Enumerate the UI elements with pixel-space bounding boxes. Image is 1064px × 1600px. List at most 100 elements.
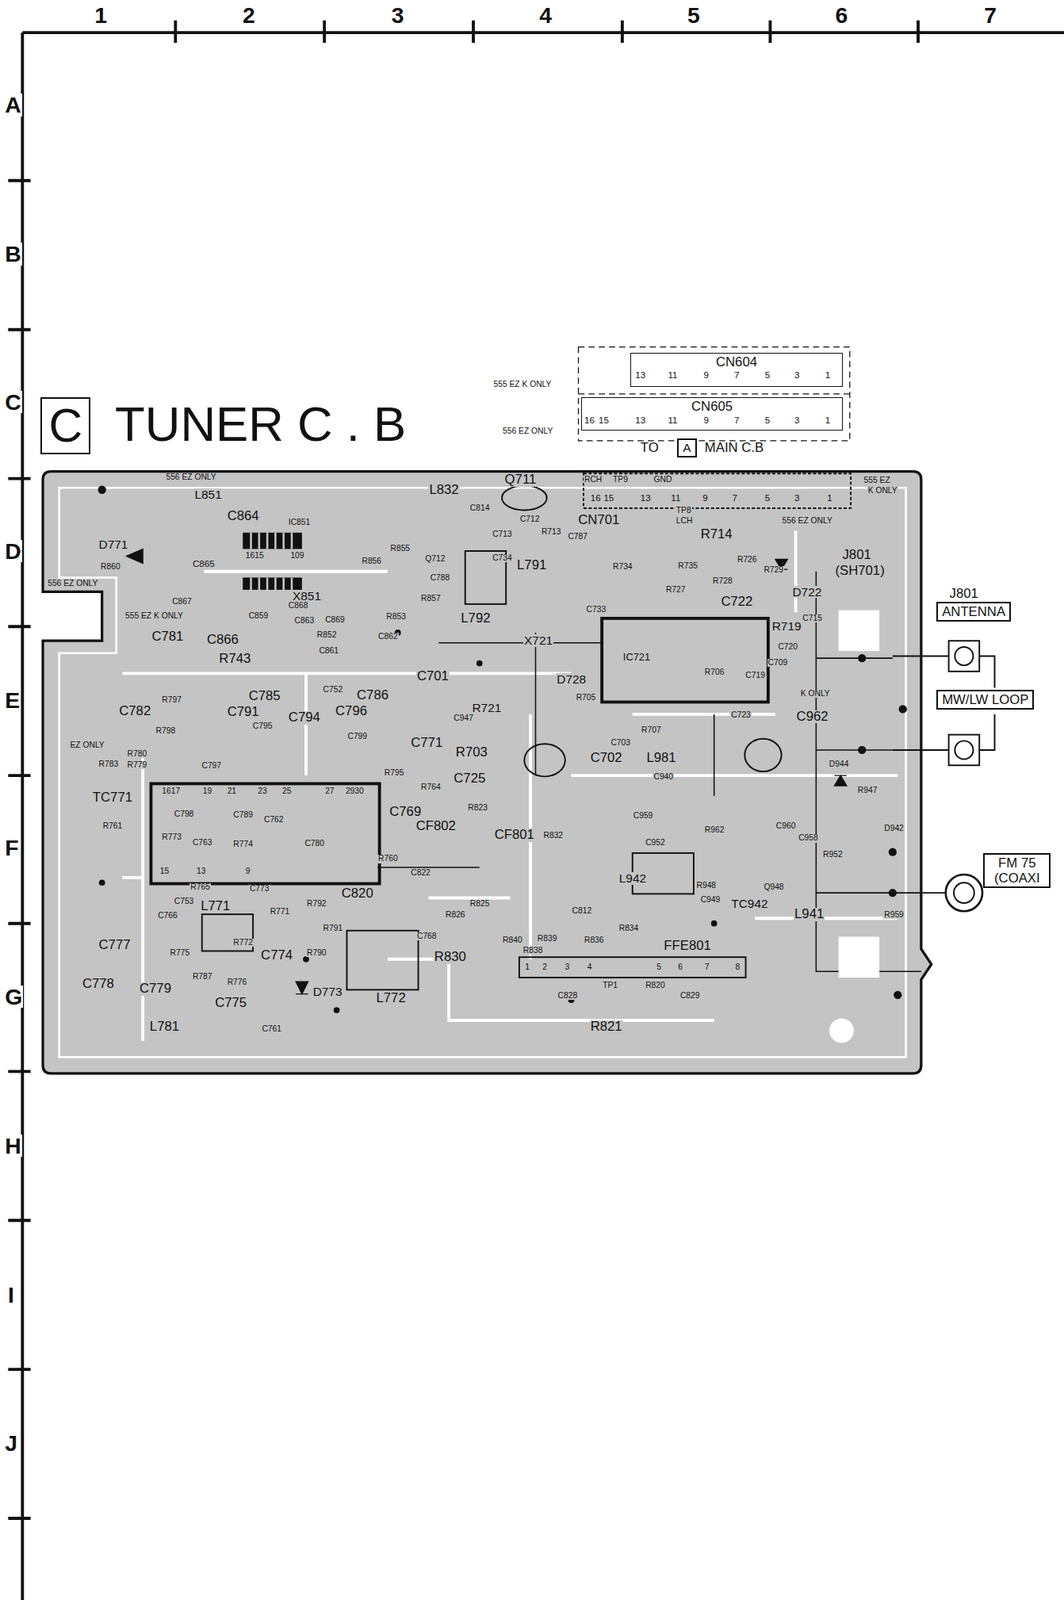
part-label: R773 — [160, 833, 183, 842]
pad — [333, 1006, 341, 1014]
part-label: C940 — [652, 773, 674, 781]
part-label: R832 — [543, 831, 565, 840]
part-label: R760 — [377, 854, 399, 863]
grid-reference: G — [3, 985, 23, 1008]
part-label: C715 — [801, 614, 823, 623]
mount-pad — [838, 610, 880, 651]
part-label: TP1 — [601, 981, 619, 990]
part-label: C862 — [377, 632, 399, 641]
part-label: R779 — [126, 761, 149, 770]
board-title: TUNER C . B — [114, 399, 407, 449]
part-label: TC942 — [730, 897, 769, 910]
pad — [899, 704, 908, 713]
part-label: R703 — [455, 746, 489, 760]
part-label: TP8 — [675, 506, 693, 515]
part-label: R728 — [711, 577, 734, 586]
part-label: FFE801 — [662, 939, 712, 954]
pad — [857, 746, 866, 754]
part-label: 19 — [202, 787, 213, 796]
part-label: R780 — [126, 750, 149, 758]
part-label: C771 — [409, 736, 444, 751]
label-box: A — [677, 438, 697, 458]
part-label: C958 — [797, 834, 820, 843]
part-label: 11 — [669, 493, 682, 504]
part-label: C863 — [294, 616, 316, 625]
part-label: 3 — [793, 371, 800, 381]
part-label: LCH — [675, 516, 694, 525]
part-label: L942 — [618, 872, 647, 885]
terminal — [949, 734, 980, 766]
part-label: L981 — [645, 751, 677, 766]
transistor-outlines — [202, 486, 782, 991]
part-label: C709 — [767, 658, 789, 667]
grid-reference: I — [7, 1283, 16, 1306]
part-label: 5 — [655, 963, 663, 972]
part-label: C774 — [260, 949, 294, 963]
part-label: 1 — [824, 416, 831, 426]
grid-reference: F — [3, 836, 20, 859]
part-label: 556 EZ ONLY — [501, 427, 554, 436]
part-label: C962 — [796, 710, 830, 724]
box-text: CN605 — [585, 398, 838, 414]
part-label: 7 — [704, 963, 711, 972]
part-label: C796 — [334, 704, 368, 719]
part-label: C959 — [632, 811, 655, 820]
part-label: C768 — [416, 932, 438, 941]
part-label: C949 — [700, 895, 722, 904]
part-label: R853 — [385, 612, 407, 621]
pad — [857, 654, 866, 663]
part-label: 5 — [764, 371, 771, 381]
external-terminals — [892, 640, 996, 911]
coax-jack-inner — [953, 882, 975, 904]
part-label: R719 — [771, 620, 803, 632]
part-label: 1 — [524, 963, 531, 972]
part-label: 556 EZ ONLY — [781, 516, 834, 525]
board-letter-box: C — [40, 397, 91, 455]
part-label: 27 — [324, 787, 335, 796]
part-label: C829 — [679, 991, 701, 1000]
part-label: C773 — [248, 884, 271, 893]
part-label: R729 — [762, 566, 785, 575]
part-label: D942 — [883, 824, 905, 833]
part-label: 6 — [677, 963, 684, 972]
trace — [122, 530, 898, 1041]
part-label: 25 — [281, 787, 292, 796]
part-label: C712 — [519, 515, 541, 524]
part-label: R948 — [696, 881, 718, 890]
part-label: C947 — [452, 714, 475, 723]
traces — [122, 530, 898, 1041]
part-label: C752 — [322, 685, 345, 694]
part-label: R706 — [704, 668, 726, 677]
part-label: C822 — [409, 868, 432, 877]
part-label: C865 — [191, 559, 216, 570]
part-label: C828 — [557, 991, 579, 1000]
mount-pad — [838, 936, 880, 977]
part-label: 16 — [583, 416, 596, 426]
part-label: C789 — [232, 811, 254, 820]
part-label: C799 — [346, 732, 368, 741]
part-label: C795 — [252, 722, 274, 731]
part-label: C866 — [206, 633, 240, 647]
part-label: R714 — [700, 528, 734, 542]
part-label: L771 — [199, 899, 231, 914]
part-label: K ONLY — [867, 486, 899, 495]
board — [42, 471, 932, 1074]
part-label: R783 — [98, 760, 120, 769]
part-label: (SH701) — [834, 564, 885, 578]
board-inner-trace — [59, 487, 907, 1057]
part-label: R735 — [677, 562, 699, 571]
part-label: C787 — [566, 532, 589, 541]
grid-reference: 1 — [93, 3, 108, 27]
grid-reference: E — [3, 688, 21, 712]
part-label: R775 — [169, 949, 192, 957]
part-label: C702 — [589, 751, 624, 766]
part-label: C753 — [173, 897, 196, 906]
label-box: CN605 — [581, 397, 843, 431]
part-label: Q948 — [762, 883, 785, 892]
board-outline — [42, 471, 932, 1074]
part-label: X721 — [523, 634, 554, 647]
part-label: R771 — [269, 907, 291, 916]
part-label: R795 — [383, 769, 406, 777]
part-label: D728 — [555, 673, 587, 686]
